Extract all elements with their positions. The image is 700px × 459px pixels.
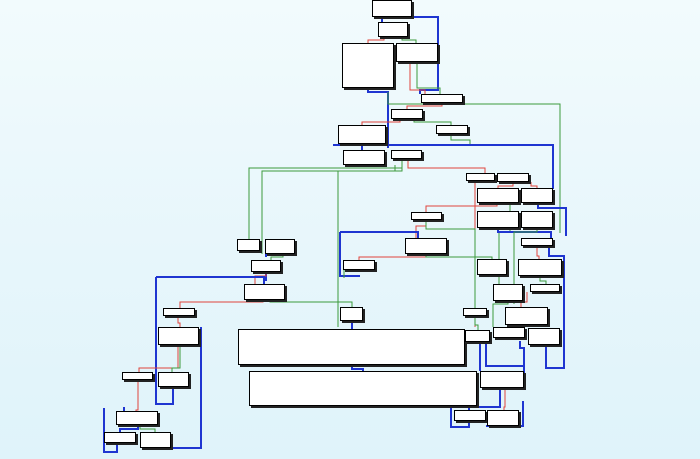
edge-taken — [416, 62, 441, 94]
graph-node[interactable] — [528, 328, 560, 345]
graph-node[interactable] — [391, 109, 423, 119]
graph-node[interactable] — [140, 432, 171, 448]
graph-node[interactable] — [122, 372, 153, 380]
edge-not-taken — [135, 380, 139, 411]
graph-node[interactable] — [158, 327, 199, 345]
edge-unconditional — [351, 365, 364, 371]
graph-node[interactable] — [477, 188, 519, 203]
graph-node[interactable] — [521, 238, 553, 246]
graph-node[interactable] — [530, 284, 560, 292]
graph-node[interactable] — [421, 94, 463, 103]
graph-node[interactable] — [405, 238, 447, 254]
edge-taken — [492, 301, 509, 327]
graph-node[interactable] — [463, 308, 487, 316]
edge-unconditional — [155, 277, 174, 405]
graph-node[interactable] — [493, 284, 523, 301]
edge-unconditional — [156, 276, 265, 284]
edge-taken — [539, 276, 547, 284]
graph-node[interactable] — [340, 307, 363, 321]
edge-unconditional — [485, 330, 525, 388]
edge-not-taken — [425, 203, 498, 212]
graph-node[interactable] — [436, 125, 468, 134]
edge-taken — [425, 254, 493, 259]
graph-node[interactable] — [465, 330, 490, 342]
graph-node[interactable] — [104, 432, 136, 443]
edge-unconditional — [367, 88, 389, 148]
edge-taken — [387, 92, 561, 233]
graph-node[interactable] — [505, 307, 548, 325]
edge-unconditional — [119, 425, 139, 432]
edge-taken — [261, 159, 403, 254]
edge-unconditional — [468, 388, 501, 410]
edge-not-taken — [536, 246, 540, 259]
edge-unconditional — [545, 246, 565, 369]
edge-taken — [337, 165, 396, 327]
graph-node[interactable] — [343, 150, 385, 165]
edge-taken — [425, 220, 476, 308]
graph-node[interactable] — [158, 372, 189, 387]
graph-node[interactable] — [244, 284, 285, 300]
graph-node[interactable] — [521, 188, 553, 203]
graph-node[interactable] — [411, 212, 442, 220]
edge-not-taken — [177, 316, 181, 327]
edge-taken — [474, 316, 479, 330]
edge-not-taken — [407, 159, 486, 173]
graph-node[interactable] — [238, 329, 465, 365]
edge-taken — [413, 119, 452, 125]
edge-taken — [270, 254, 284, 260]
edge-unconditional — [412, 16, 439, 94]
graph-node[interactable] — [521, 211, 553, 228]
graph-node[interactable] — [163, 308, 195, 316]
graph-node[interactable] — [249, 371, 477, 406]
edge-unconditional — [486, 401, 524, 427]
graph-node[interactable] — [454, 410, 486, 421]
graph-node[interactable] — [391, 150, 422, 159]
edge-not-taken — [361, 119, 401, 125]
edge-not-taken — [530, 182, 538, 188]
edge-not-taken — [367, 37, 385, 43]
edge-unconditional — [171, 327, 202, 449]
graph-node[interactable] — [251, 260, 281, 272]
edge-not-taken — [503, 388, 506, 410]
graph-node[interactable] — [480, 371, 524, 388]
graph-node[interactable] — [497, 173, 529, 182]
edge-taken — [269, 300, 353, 307]
graph-node[interactable] — [343, 260, 375, 270]
graph-node[interactable] — [477, 211, 519, 228]
graph-node[interactable] — [378, 22, 408, 37]
edge-not-taken — [520, 292, 528, 307]
edge-unconditional — [339, 232, 360, 277]
edge-taken — [450, 134, 471, 144]
edge-unconditional — [103, 408, 118, 453]
edge-not-taken — [179, 300, 264, 308]
edge-taken — [139, 425, 156, 432]
edge-not-taken — [406, 103, 443, 109]
graph-node[interactable] — [237, 239, 260, 251]
edge-taken — [513, 228, 538, 304]
graph-node[interactable] — [265, 239, 295, 254]
edge-not-taken — [409, 62, 426, 94]
edge-taken — [401, 37, 417, 43]
edge-unconditional — [340, 231, 419, 238]
edge-not-taken — [497, 182, 514, 188]
edge-unconditional — [333, 144, 554, 189]
edge-unconditional — [537, 203, 567, 236]
graph-node[interactable] — [338, 125, 386, 144]
edge-taken — [171, 345, 181, 372]
graph-node[interactable] — [466, 173, 495, 181]
graph-node[interactable] — [477, 259, 507, 275]
edge-unconditional — [519, 341, 525, 371]
graph-node[interactable] — [518, 259, 562, 276]
graph-node[interactable] — [396, 43, 438, 62]
graph-node[interactable] — [493, 327, 525, 338]
graph-node[interactable] — [372, 0, 412, 17]
edge-unconditional — [450, 407, 470, 428]
graph-node[interactable] — [487, 410, 519, 426]
graph-node[interactable] — [116, 411, 158, 425]
edge-not-taken — [138, 345, 179, 372]
graph-node[interactable] — [342, 43, 394, 88]
